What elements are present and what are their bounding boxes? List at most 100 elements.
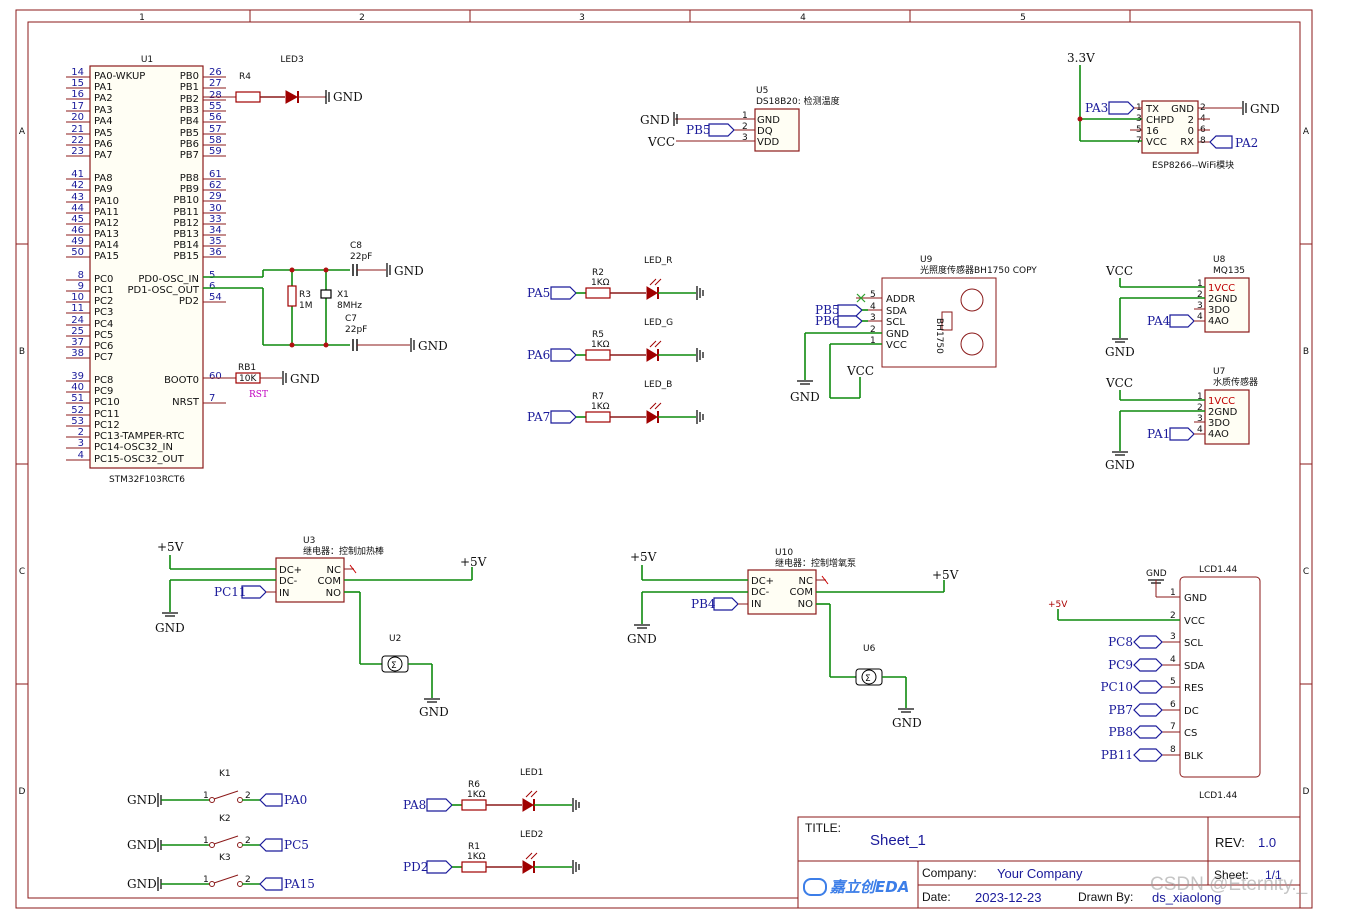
lcd-net-label: PC8 [1108,635,1133,649]
r4-ref: R4 [239,72,251,82]
u3-ref: U3 [303,536,315,546]
water-quality-sensor[interactable]: U7 水质传感器 VCC GND PA1 [1105,367,1258,472]
u1-left-pin-number: 8 [78,270,84,281]
lcd-pin-number: 4 [1170,655,1176,665]
plus5v-label: +5V [630,550,657,564]
stm32-chip[interactable]: U1 STM32F103RCT6 [89,55,204,485]
u1-left-pin-name: PA11 [94,207,119,218]
sensor-pin-name: 3DO [1208,418,1230,429]
u1-right-pin-number: 34 [209,225,222,236]
frame-column-label: 1 [139,13,145,23]
u1-left-pin-number: 51 [71,393,84,404]
mq135-sensor[interactable]: U8 MQ135 VCC GND PA4 [1105,255,1250,359]
lcd-pin-number: 3 [1170,632,1176,642]
u1-right-pin-name: PB11 [173,207,199,218]
switch-lever [213,874,239,884]
vcc-label: VCC [647,135,675,149]
r4-led3-circuit[interactable]: R4 LED3 GND [203,55,363,104]
u1-left-pin-name: PA2 [94,93,113,104]
rst-label: RST [249,390,268,400]
key-net: PC5 [284,838,309,852]
esp-left-pin-name: TX [1145,104,1159,115]
u1-right-pin-number: 29 [209,191,222,202]
net-flag [259,793,283,807]
sensor-pin-number: 4 [1197,425,1203,435]
sensor-pin-name: 1VCC [1208,283,1235,294]
u1-right-pin-name: PB0 [180,71,199,82]
led-ray [525,852,533,860]
u1-right-pin-name: PB1 [180,82,199,93]
gnd-label: GND [127,877,157,891]
u1-left-pin-number: 15 [71,78,84,89]
title-value: Sheet_1 [870,832,926,849]
resistor-body [461,799,487,811]
u1-right-pin-number: 62 [209,180,222,191]
logo-icon [803,877,827,896]
relay-right-pin-name: NC [799,576,813,587]
resistor-value: 1KΩ [591,402,610,412]
frame-row-label: B [19,347,25,357]
relay-pump[interactable]: U10 继电器：控制增氧泵 +5V GND PB4 +5V Σ U6 GND [627,548,959,730]
u1-part: STM32F103RCT6 [109,475,185,485]
c7-ref: C7 [345,314,357,324]
lcd-net-label: PB8 [1108,725,1133,739]
sensor-pin-name: 4AO [1208,316,1229,327]
lcd-module[interactable]: LCD1.44 LCD1.44 GND +5V 1 2 [1048,565,1261,801]
u1-left-pin-number: 39 [71,371,84,382]
gnd-label: GND [1105,458,1135,472]
u1-left-pin-number: 11 [71,303,84,314]
switch-contact [209,797,215,803]
sensor-pin-number: 3 [1197,414,1203,424]
boot0-resistor[interactable]: RB1 10K RST GND [203,363,320,400]
ds18b20-sensor[interactable]: U5 DS18B20: 检测温度 GND PB5 VCC [640,86,840,152]
relay-right-pin-name: COM [318,576,341,587]
vcc-label: VCC [1105,264,1133,278]
esp-right-pin-name: 0 [1188,126,1194,137]
u1-left-pin-name: PA4 [94,116,113,127]
u1-right-pin-name: PB12 [173,218,199,229]
switch-pin2: 2 [245,875,251,885]
bh1750-sensor[interactable]: BH1750 U9 光照度传感器BH1750 COPY PB5 PB6 GND … [790,255,1037,404]
led-ray [530,852,538,860]
gnd-label: GND [790,390,820,404]
u1-left-pin-name: PC14-OSC32_IN [94,442,173,453]
u2-ref: U2 [389,634,401,644]
lcd-pin-name: SCL [1184,638,1203,649]
sensor-pin-name: 2GND [1208,407,1238,418]
u10-desc: 继电器：控制增氧泵 [775,557,856,569]
lcd-pin-name: SDA [1184,661,1205,672]
u1-left-pin-name: PA10 [94,196,119,207]
relay-heater[interactable]: U3 继电器：控制加热棒 +5V GND PC11 +5V Σ U2 GND [155,536,487,719]
u5-pin-name: VDD [757,137,780,148]
u9-pin-name: SDA [886,306,907,317]
esp8266-module[interactable]: 3.3V PA3 GND PA2 ESP8266--WiFi模块 [1067,51,1280,171]
u1-left-pin-number: 20 [71,112,84,123]
u1-left-pin-name: PC9 [94,386,113,397]
plus5v-label: +5V [157,540,184,554]
u1-right-pin-name: PB4 [180,116,199,127]
relay-left-pin-name: DC+ [751,576,774,587]
led-ray [654,340,662,348]
u1-left-pin-name: PC4 [94,319,113,330]
resistor-ref: R1 [468,842,480,852]
resistor-body [585,349,611,361]
u1-left-pin-name: PC13-TAMPER-RTC [94,431,184,442]
u1-left-pin-number: 53 [71,416,84,427]
relay-left-pin-name: DC- [279,576,298,587]
esp-net-pa3: PA3 [1085,101,1108,115]
esp-right-pin-number: 8 [1200,136,1206,146]
u5-pin-number: 3 [742,133,748,143]
frame-row-label: B [1303,347,1309,357]
key-net: PA15 [284,877,315,891]
lcd-net-label: PB11 [1101,748,1133,762]
switch-contact [237,881,243,887]
oscillator-circuit[interactable]: C8 22pF C7 22pF R3 1M X1 8MHz GND GND [203,241,448,353]
